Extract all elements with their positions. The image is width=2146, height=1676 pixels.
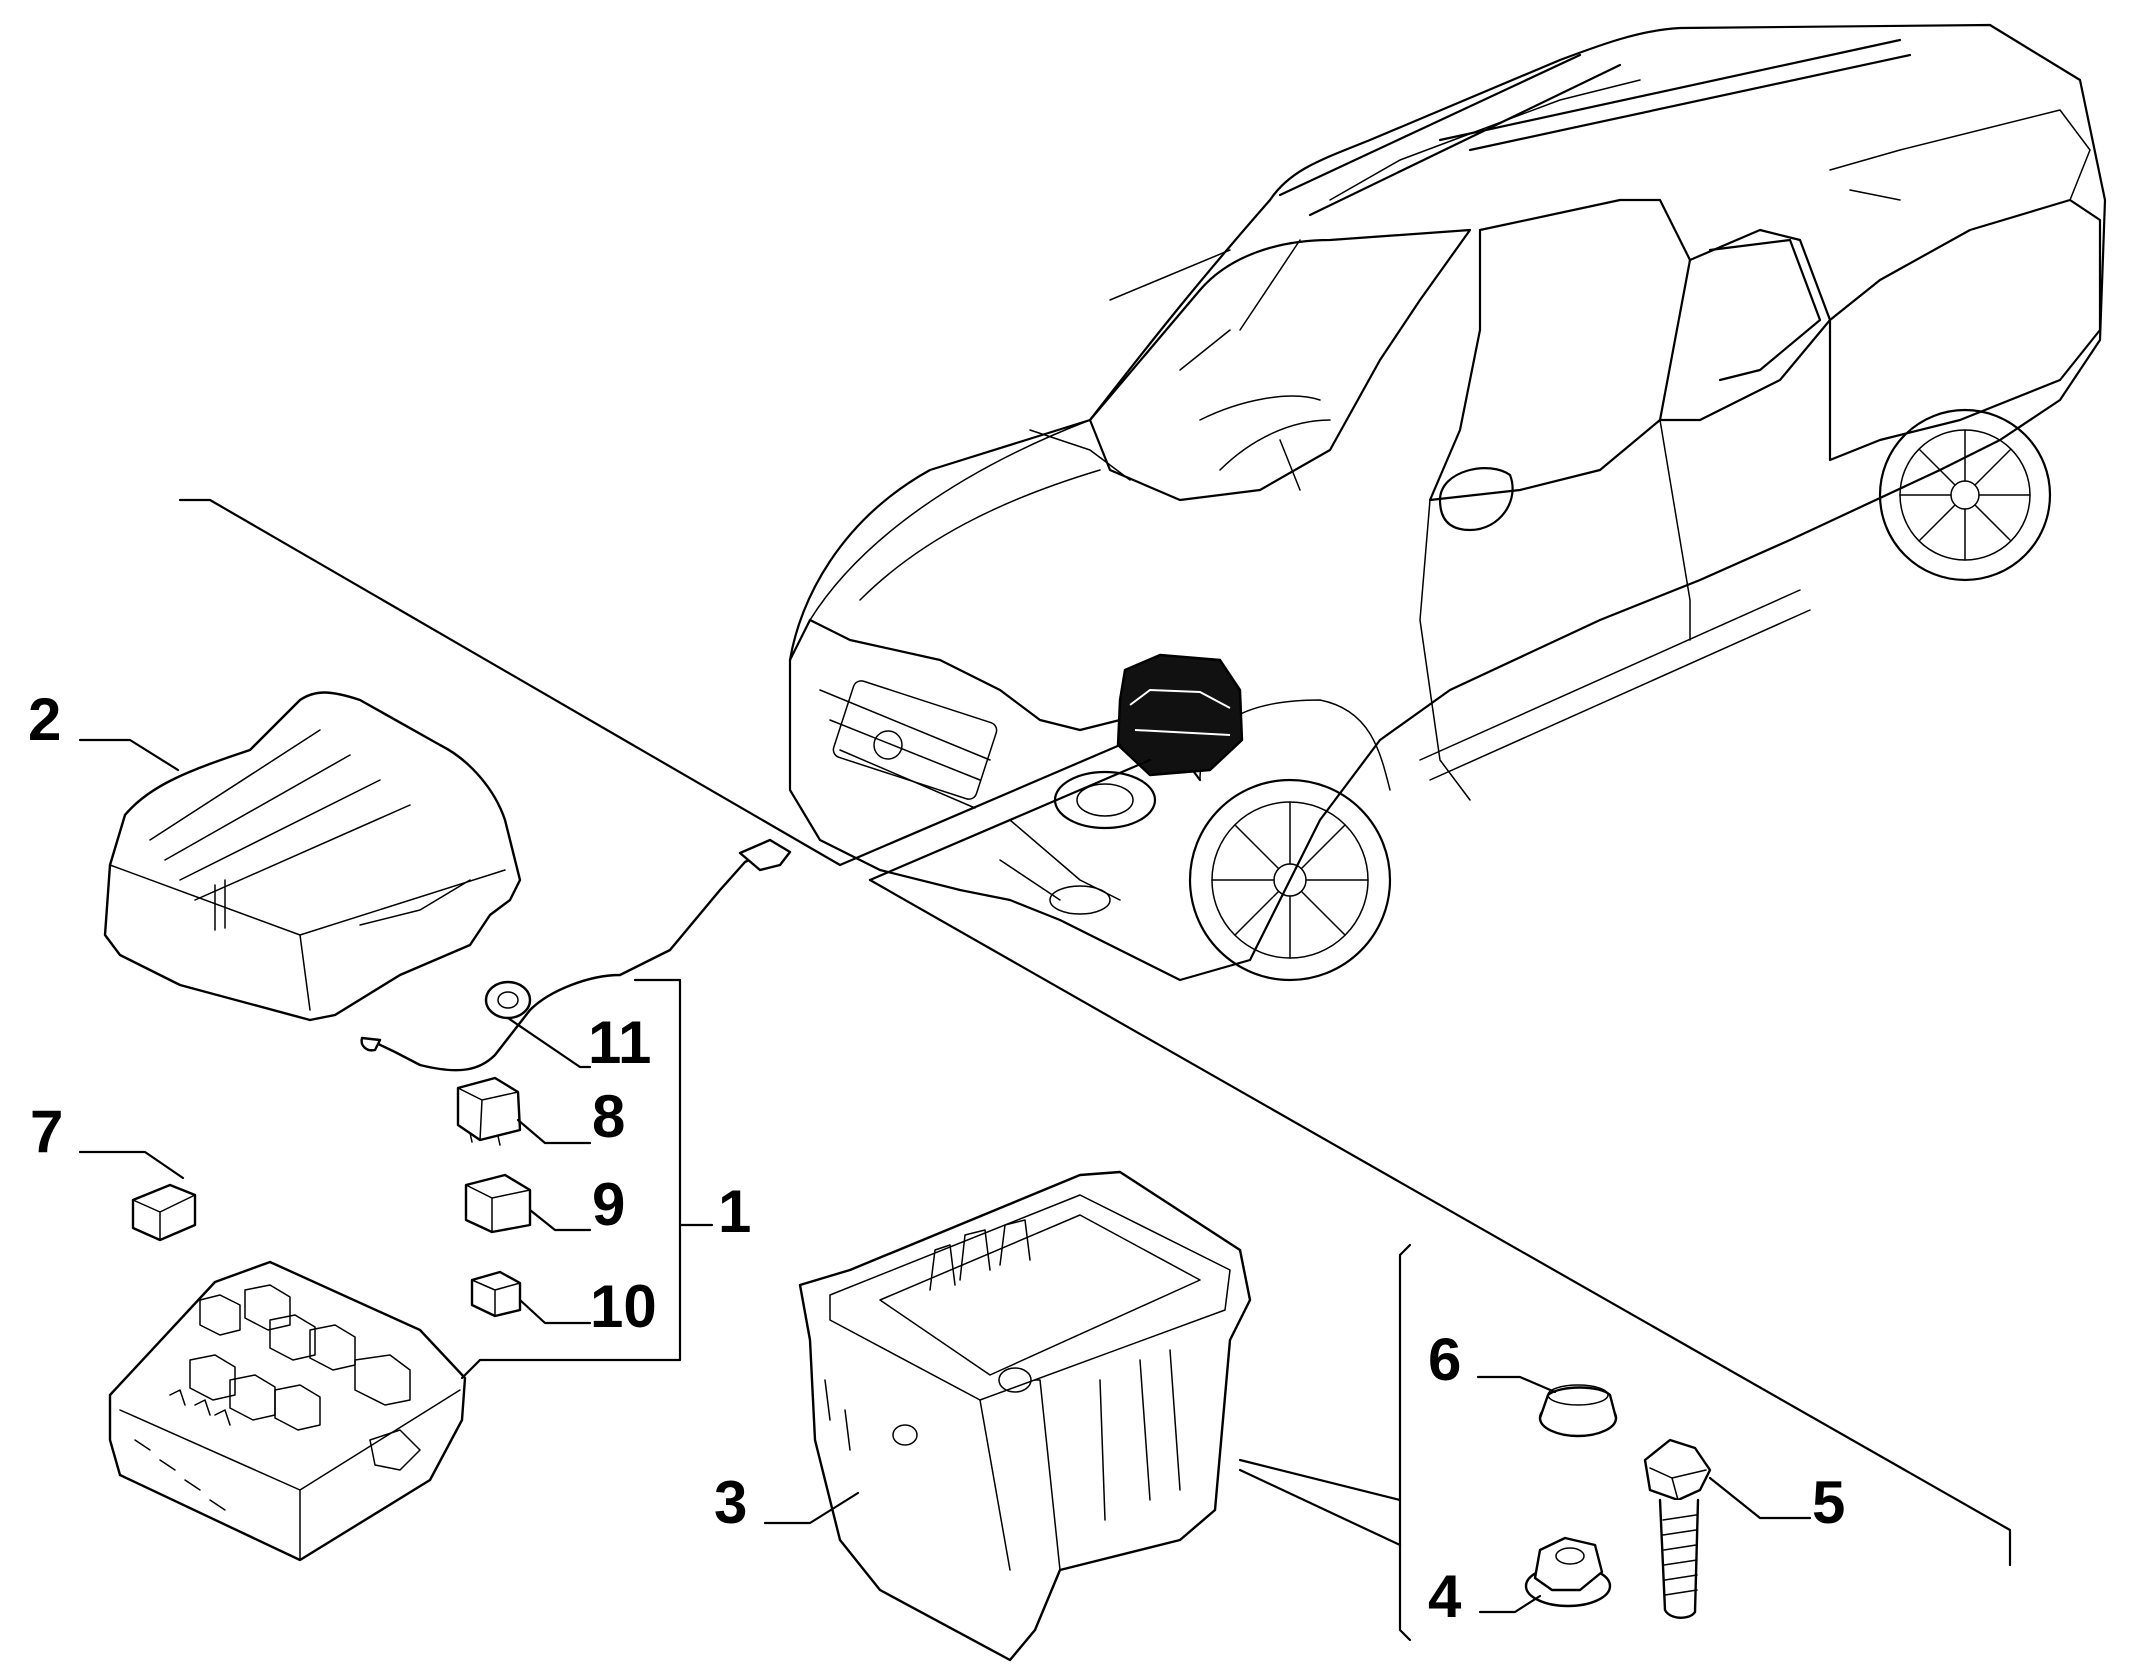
part-9-relay xyxy=(464,1173,592,1234)
part-11-ground-cable xyxy=(360,838,792,1072)
part-10-relay xyxy=(470,1270,592,1325)
callout-3: 3 xyxy=(714,1469,747,1536)
callout-7: 7 xyxy=(30,1098,63,1165)
part-3-fuse-box-housing xyxy=(763,1170,1252,1662)
callout-2: 2 xyxy=(28,686,61,753)
part-5-bolt xyxy=(1643,1438,1812,1619)
callout-11: 11 xyxy=(588,1009,651,1076)
part-4-nut xyxy=(1478,1536,1612,1614)
part-6-cap xyxy=(1476,1375,1618,1438)
callout-6: 6 xyxy=(1428,1326,1461,1393)
part-2-fuse-box-cover xyxy=(78,691,522,1022)
callout-4: 4 xyxy=(1428,1563,1462,1630)
part-1-fuse-box xyxy=(108,1260,482,1562)
callout-1: 1 xyxy=(718,1178,751,1245)
callout-8: 8 xyxy=(592,1083,625,1150)
vehicle-illustration xyxy=(788,23,2107,982)
part-8-relay xyxy=(456,1076,592,1146)
callout-5: 5 xyxy=(1812,1469,1845,1536)
callout-labels: 1 2 3 4 5 6 7 8 9 10 11 xyxy=(28,686,1845,1630)
callout-9: 9 xyxy=(592,1171,625,1238)
callout-10: 10 xyxy=(590,1273,657,1340)
part-7-fuse xyxy=(78,1150,197,1242)
leader-lines xyxy=(178,498,2012,1642)
fuse-box-location-marker xyxy=(1116,653,1244,777)
